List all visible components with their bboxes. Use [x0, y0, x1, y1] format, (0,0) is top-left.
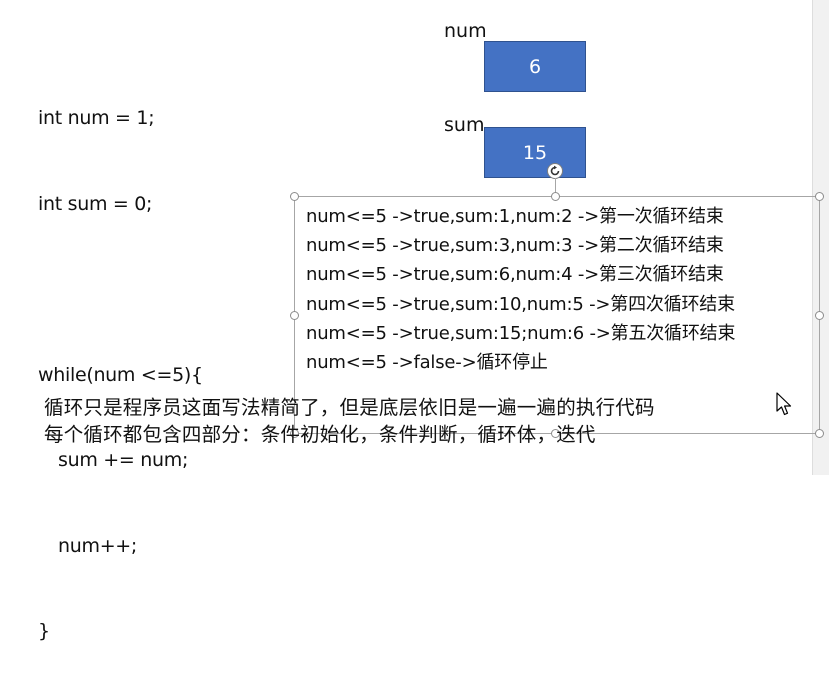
resize-handle-top-right[interactable] — [815, 192, 824, 201]
num-label: num — [444, 20, 487, 42]
resize-handle-top-left[interactable] — [290, 192, 299, 201]
trace-line-5: num<=5 ->true,sum:15;num:6 ->第五次循环结束 — [306, 322, 736, 344]
code-line-1: int num = 1; — [38, 107, 155, 129]
rotate-connector — [555, 178, 556, 196]
resize-handle-top[interactable] — [551, 192, 560, 201]
trace-line-2: num<=5 ->true,sum:3,num:3 ->第二次循环结束 — [306, 235, 724, 257]
code-line-4: sum += num; — [58, 449, 189, 471]
trace-line-1: num<=5 ->true,sum:1,num:2 ->第一次循环结束 — [306, 206, 724, 227]
resize-handle-right[interactable] — [815, 311, 824, 320]
rotate-handle-icon[interactable] — [547, 163, 563, 179]
resize-handle-left[interactable] — [290, 311, 299, 320]
scrollbar-strip[interactable] — [812, 0, 829, 475]
resize-handle-bottom-left[interactable] — [290, 429, 299, 438]
code-line-6: } — [38, 620, 50, 642]
code-line-2: int sum = 0; — [38, 192, 153, 215]
summary-line-1: 循环只是程序员这面写法精简了，但是底层依旧是一遍一遍的执行代码 — [44, 396, 655, 419]
resize-handle-bottom[interactable] — [551, 429, 560, 438]
sum-value-box[interactable]: 15 — [484, 127, 586, 178]
sum-value: 15 — [522, 141, 548, 164]
summary-text: 循环只是程序员这面写法精简了，但是底层依旧是一遍一遍的执行代码 每个循环都包含四… — [44, 394, 655, 448]
code-block: int num = 1; int sum = 0; while(num <=5)… — [38, 47, 203, 674]
code-line-5: num++; — [58, 534, 138, 557]
summary-line-2: 每个循环都包含四部分：条件初始化，条件判断，循环体，迭代 — [44, 423, 596, 446]
code-blank-line — [38, 275, 203, 304]
loop-trace-text[interactable]: num<=5 ->true,sum:1,num:2 ->第一次循环结束 num<… — [306, 202, 735, 377]
sum-label: sum — [444, 114, 485, 136]
trace-line-3: num<=5 ->true,sum:6,num:4 ->第三次循环结束 — [306, 264, 724, 286]
trace-line-4: num<=5 ->true,sum:10,num:5 ->第四次循环结束 — [306, 293, 735, 315]
mouse-pointer-icon — [776, 392, 792, 416]
trace-line-6: num<=5 ->false->循环停止 — [306, 351, 548, 373]
num-value-box[interactable]: 6 — [484, 41, 586, 92]
num-value: 6 — [528, 55, 542, 78]
resize-handle-bottom-right[interactable] — [815, 429, 824, 438]
code-line-3: while(num <=5){ — [38, 363, 203, 386]
